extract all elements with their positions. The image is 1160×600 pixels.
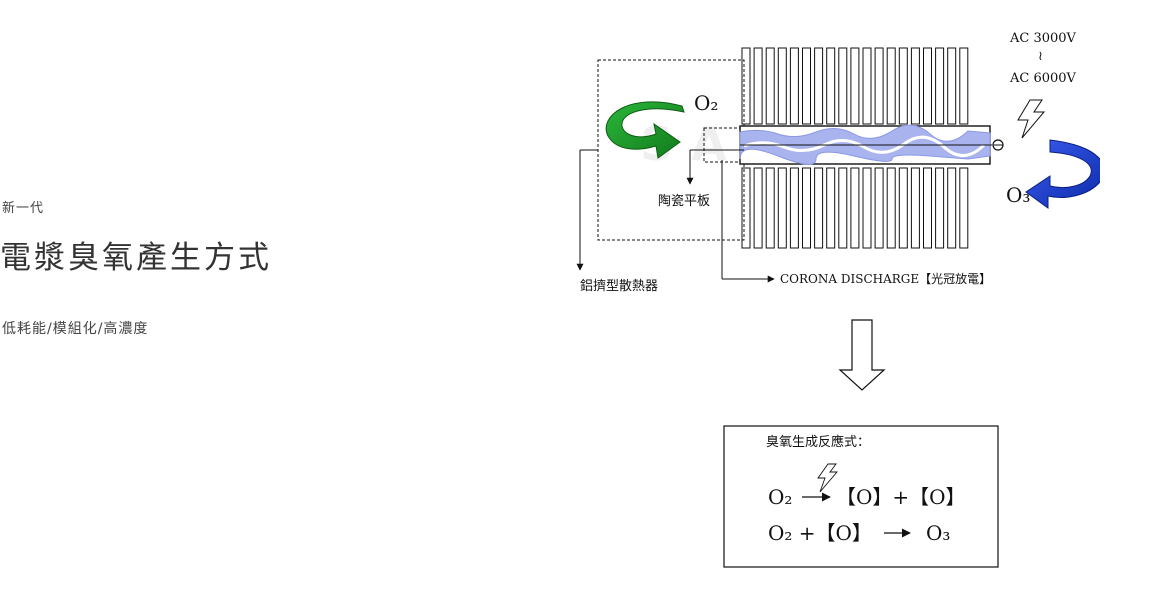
heatsink-fin — [753, 47, 763, 125]
reaction-box — [723, 425, 999, 568]
heatsink-fin — [935, 167, 945, 249]
heatsink-fin — [923, 167, 932, 249]
reaction-line2-left: O₂ +【O】 — [768, 521, 872, 545]
blue-outflow-arrow — [1025, 139, 1100, 209]
heatsink-label: 鋁擠型散熱器 — [580, 278, 658, 294]
heatsink-fin — [789, 167, 799, 249]
green-inflow-arrow — [605, 101, 685, 159]
reaction-line1-left: O₂ — [768, 485, 792, 509]
heatsink-fin — [802, 47, 811, 125]
heatsink-fin — [741, 47, 751, 125]
heatsink-fin — [850, 47, 860, 125]
heatsink-fin — [777, 47, 787, 125]
voltage-separator: ≀ — [1038, 49, 1043, 64]
input-gas-label: O₂ — [694, 91, 718, 115]
heatsink-fin — [959, 167, 969, 249]
voltage-top-label: AC 3000V — [1009, 31, 1077, 46]
heatsink-fin — [898, 167, 908, 249]
heatsink-fin — [814, 167, 824, 249]
reaction-lightning-icon — [817, 463, 838, 493]
heatsink-fin — [886, 167, 896, 249]
heatsink-fin — [910, 167, 920, 249]
heatsink-fins-top — [741, 47, 969, 125]
heatsink-fin — [947, 47, 957, 125]
heatsink-fin — [838, 167, 848, 249]
heatsink-fin — [814, 47, 824, 125]
big-down-arrow — [838, 319, 886, 391]
heatsink-fin — [850, 167, 860, 249]
heatsink-fin — [765, 47, 775, 125]
output-gas-label: O₃ — [1006, 183, 1030, 207]
reaction-title: 臭氧生成反應式： — [766, 434, 870, 450]
heatsink-fin — [923, 47, 932, 125]
heatsink-fin — [802, 167, 811, 249]
ozone-generation-diagram: SANREY O₂ O₃ AC 3000V ≀ AC 6000V 陶瓷平板 鋁擠… — [576, 31, 1100, 568]
heatsink-fin — [862, 167, 872, 249]
heatsink-fin — [886, 47, 896, 125]
ceramic-label: 陶瓷平板 — [658, 193, 710, 209]
voltage-bottom-label: AC 6000V — [1009, 71, 1077, 86]
heatsink-fin — [898, 47, 908, 125]
heatsink-fin — [874, 167, 884, 249]
heatsink-fin — [874, 47, 884, 125]
heatsink-fin — [777, 167, 787, 249]
heatsink-fin — [741, 167, 751, 249]
heatsink-fin — [826, 167, 836, 249]
eyebrow-text: 新一代 — [2, 201, 45, 216]
heatsink-fin — [765, 167, 775, 249]
heatsink-fin — [910, 47, 920, 125]
lightning-icon — [1017, 99, 1046, 139]
plasma-core — [743, 135, 986, 157]
page-subtitle: 低耗能/模組化/高濃度 — [2, 321, 149, 337]
heatsink-fin — [862, 47, 872, 125]
page-title: 電漿臭氧產生方式 — [0, 240, 272, 276]
heatsink-fin — [753, 167, 763, 249]
heatsink-fin — [789, 47, 799, 125]
heatsink-fin — [947, 167, 957, 249]
heatsink-fins-bottom — [741, 167, 969, 249]
reaction-line2-right: O₃ — [926, 521, 950, 545]
heatsink-fin — [935, 47, 945, 125]
heatsink-fin — [838, 47, 848, 125]
reaction-line1-right: 【O】+【O】 — [836, 485, 966, 509]
heatsink-fin — [959, 47, 969, 125]
corona-discharge-label: CORONA DISCHARGE【光冠放電】 — [780, 271, 991, 286]
heatsink-fin — [826, 47, 836, 125]
